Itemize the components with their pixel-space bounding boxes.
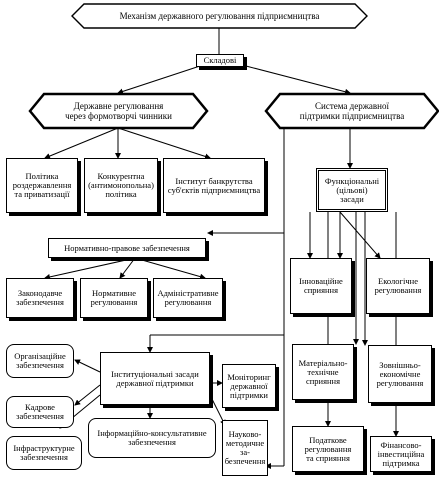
left-item-competition: Конкурентна (антимонопольна) політика [84, 158, 158, 213]
diagram-title: Механізм державного регулювання підприєм… [119, 11, 320, 21]
institutional-personnel: Кадрове забезпечення [6, 396, 74, 428]
normative-regulation: Нормативне регулювання [80, 278, 148, 318]
functional-ecology: Екологічне регулювання [366, 258, 430, 314]
normative-legislative: Законодавче забезпечення [6, 278, 74, 318]
institutional-box: Інституціональні засади державної підтри… [100, 352, 210, 405]
institutional-monitoring: Моніторинг державної підтримки [222, 364, 276, 408]
functional-tax: Податкове регулювання та сприяння [292, 426, 364, 472]
functional-finance: Фінансово- інвестиційна підтримка [370, 436, 432, 472]
functional-innovation: Інноваційне сприяння [290, 258, 352, 314]
institutional-science: Науково- методичне за- безпечення [222, 420, 268, 476]
left-item-privatization: Політика роздержавлення та приватизації [6, 158, 78, 213]
title-hexagon [71, 3, 368, 29]
right-branch-label: Система державної підтримки підприємницт… [299, 101, 405, 121]
functional-box: Функціональні (цільові) засади [316, 168, 388, 212]
components-label: Складові [196, 54, 244, 67]
institutional-info-consulting: Інформаційно-консультативне забезпечення [88, 418, 216, 458]
left-branch-hexagon [28, 92, 209, 130]
normative-box: Нормативно-правове забезпечення [48, 238, 206, 258]
functional-material: Матеріально- технічне сприяння [292, 344, 354, 400]
institutional-infrastructure: Інфраструктурне забезпечення [6, 436, 82, 470]
institutional-organizational: Організаційне забезпечення [6, 344, 74, 378]
right-branch-hexagon [264, 92, 439, 130]
left-item-bankruptcy: Інститут банкрутства суб'єктів підприємн… [163, 158, 265, 213]
left-branch-label: Державне регулювання через формотворчі ч… [65, 101, 172, 121]
functional-foreign-economic: Зовнішньо- економічне регулювання [368, 345, 432, 403]
normative-administrative: Адміністративне регулювання [153, 278, 223, 318]
